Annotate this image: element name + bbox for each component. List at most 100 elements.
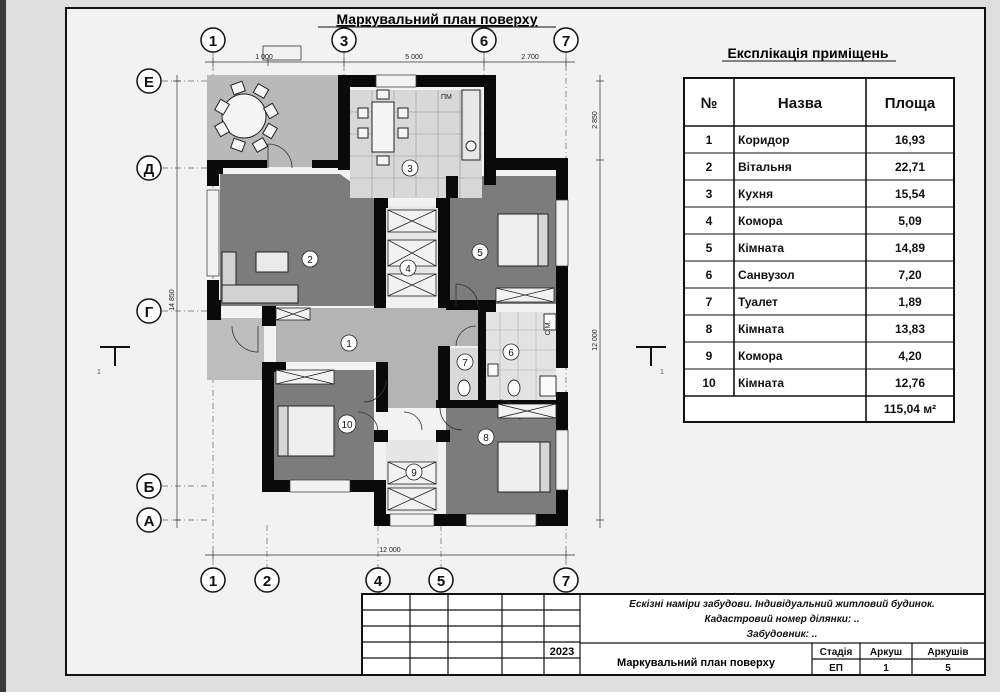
- row-area: 7,20: [898, 268, 922, 282]
- explication-header-no: №: [701, 95, 718, 112]
- room-number-2: 2: [307, 255, 313, 266]
- axis-left-a: А: [144, 513, 155, 530]
- axis-bottom-7: 7: [562, 573, 570, 590]
- dim-top-3: 2 700: [521, 54, 539, 61]
- row-name: Комора: [738, 349, 783, 363]
- left-edge-strip: [0, 0, 6, 692]
- row-area: 5,09: [898, 214, 922, 228]
- dim-top-2: 5 000: [405, 54, 423, 61]
- room-number-5: 5: [477, 248, 483, 259]
- beds: [277, 213, 551, 493]
- dim-right-top: 2 850: [592, 111, 599, 129]
- axis-bubbles-bottom: 1 2 4 5 7: [200, 567, 579, 593]
- axis-top-1: 1: [209, 33, 217, 50]
- row-no: 2: [706, 160, 713, 174]
- stamp-sheet-title: Маркувальний план поверху: [617, 657, 776, 669]
- room-number-6: 6: [508, 348, 514, 359]
- dimension-lines: [173, 58, 604, 559]
- kitchen-table: [357, 89, 481, 166]
- room-numbers: 1 2 3 4 5 6 7 8 9 10: [301, 159, 520, 481]
- row-no: 4: [706, 214, 713, 228]
- row-area: 12,76: [895, 376, 925, 390]
- axis-bottom-4: 4: [374, 573, 383, 590]
- explication-title: Експлікація приміщень: [727, 45, 888, 61]
- row-name: Вітальня: [738, 160, 792, 174]
- explication-rows: 1 Коридор 16,93 2 Вітальня 22,71 3 Кухня…: [702, 133, 936, 416]
- explication-header-name: Назва: [778, 95, 823, 112]
- dim-right: 12 000: [592, 329, 599, 351]
- terrace-entrance: [207, 318, 264, 380]
- stamp-value-sheet: 1: [883, 663, 889, 674]
- living-room-furniture: [221, 251, 299, 304]
- room-number-7: 7: [462, 358, 468, 369]
- axis-bottom-5: 5: [437, 573, 445, 590]
- plan-title: Маркувальний план поверху: [336, 11, 537, 27]
- axis-bubbles-top: 1 3 6 7: [200, 27, 579, 53]
- stamp-line-2: Кадастровий номер ділянки: ..: [704, 614, 859, 625]
- room-number-4: 4: [405, 264, 411, 275]
- row-name: Кімната: [738, 322, 784, 336]
- axis-left-e: Е: [144, 74, 154, 91]
- axis-bottom-2: 2: [263, 573, 271, 590]
- plumbing-fixtures: [457, 313, 557, 397]
- row-area: 4,20: [898, 349, 922, 363]
- explication-table: Експлікація приміщень № Назва Площа 1: [683, 45, 955, 423]
- entry-bench: [262, 45, 302, 61]
- explication-header-area: Площа: [885, 95, 936, 112]
- axis-top-7: 7: [562, 33, 570, 50]
- row-name: Кухня: [738, 187, 773, 201]
- axis-bubbles-left: Е Д Г Б А: [136, 68, 162, 533]
- section-mark-left: 1: [97, 369, 101, 376]
- row-area: 16,93: [895, 133, 925, 147]
- row-no: 1: [706, 133, 713, 147]
- row-no: 6: [706, 268, 713, 282]
- dim-bottom: 12 000: [379, 547, 401, 554]
- stamp-value-stage: ЕП: [829, 663, 843, 674]
- row-no: 9: [706, 349, 713, 363]
- stamp-year: 2023: [550, 646, 574, 658]
- terrace-table: [213, 80, 280, 154]
- stamp-line-1: Ескізні наміри забудови. Індивідуальний …: [629, 598, 935, 610]
- row-no: 5: [706, 241, 713, 255]
- row-area: 14,89: [895, 241, 925, 255]
- row-name: Санвузол: [738, 268, 795, 282]
- dim-top-1: 1 000: [255, 54, 273, 61]
- explication-total: 115,04 м²: [884, 402, 936, 416]
- axis-bottom-1: 1: [209, 573, 217, 590]
- section-mark-right: 1: [660, 369, 664, 376]
- room-number-9: 9: [411, 468, 417, 479]
- row-no: 7: [706, 295, 713, 309]
- row-no: 3: [706, 187, 713, 201]
- row-name: Туалет: [738, 295, 778, 309]
- label-pm: ПМ: [441, 94, 452, 101]
- dim-left: 14 850: [169, 289, 176, 311]
- row-name: Кімната: [738, 241, 784, 255]
- row-no: 10: [702, 376, 716, 390]
- row-area: 1,89: [898, 295, 922, 309]
- room-number-10: 10: [341, 420, 353, 431]
- stamp-line-3: Забудовник: ..: [747, 628, 818, 640]
- row-name: Коридор: [738, 133, 790, 147]
- axis-left-g: Г: [145, 304, 154, 321]
- row-name: Комора: [738, 214, 783, 228]
- axis-left-b: Б: [144, 479, 155, 496]
- row-name: Кімната: [738, 376, 784, 390]
- room-number-1: 1: [346, 339, 352, 350]
- corridor-fill: [276, 308, 478, 408]
- row-no: 8: [706, 322, 713, 336]
- row-area: 13,83: [895, 322, 925, 336]
- axis-left-d: Д: [144, 161, 155, 178]
- stamp-header-sheet: Аркуш: [870, 647, 902, 658]
- stamp-header-sheets: Аркушів: [927, 647, 968, 658]
- stamp-value-sheets: 5: [945, 663, 951, 674]
- row-area: 22,71: [895, 160, 925, 174]
- stamp-header-stage: Стадія: [820, 647, 853, 658]
- floor-plan: 1 000 5 000 2 700 12 000 14 850 12 000 2…: [97, 27, 666, 593]
- title-block: Ескізні наміри забудови. Індивідуальний …: [361, 593, 986, 676]
- room-number-3: 3: [407, 164, 413, 175]
- axis-top-6: 6: [480, 33, 488, 50]
- label-sm: С.М.: [545, 321, 552, 336]
- room-number-8: 8: [483, 433, 489, 444]
